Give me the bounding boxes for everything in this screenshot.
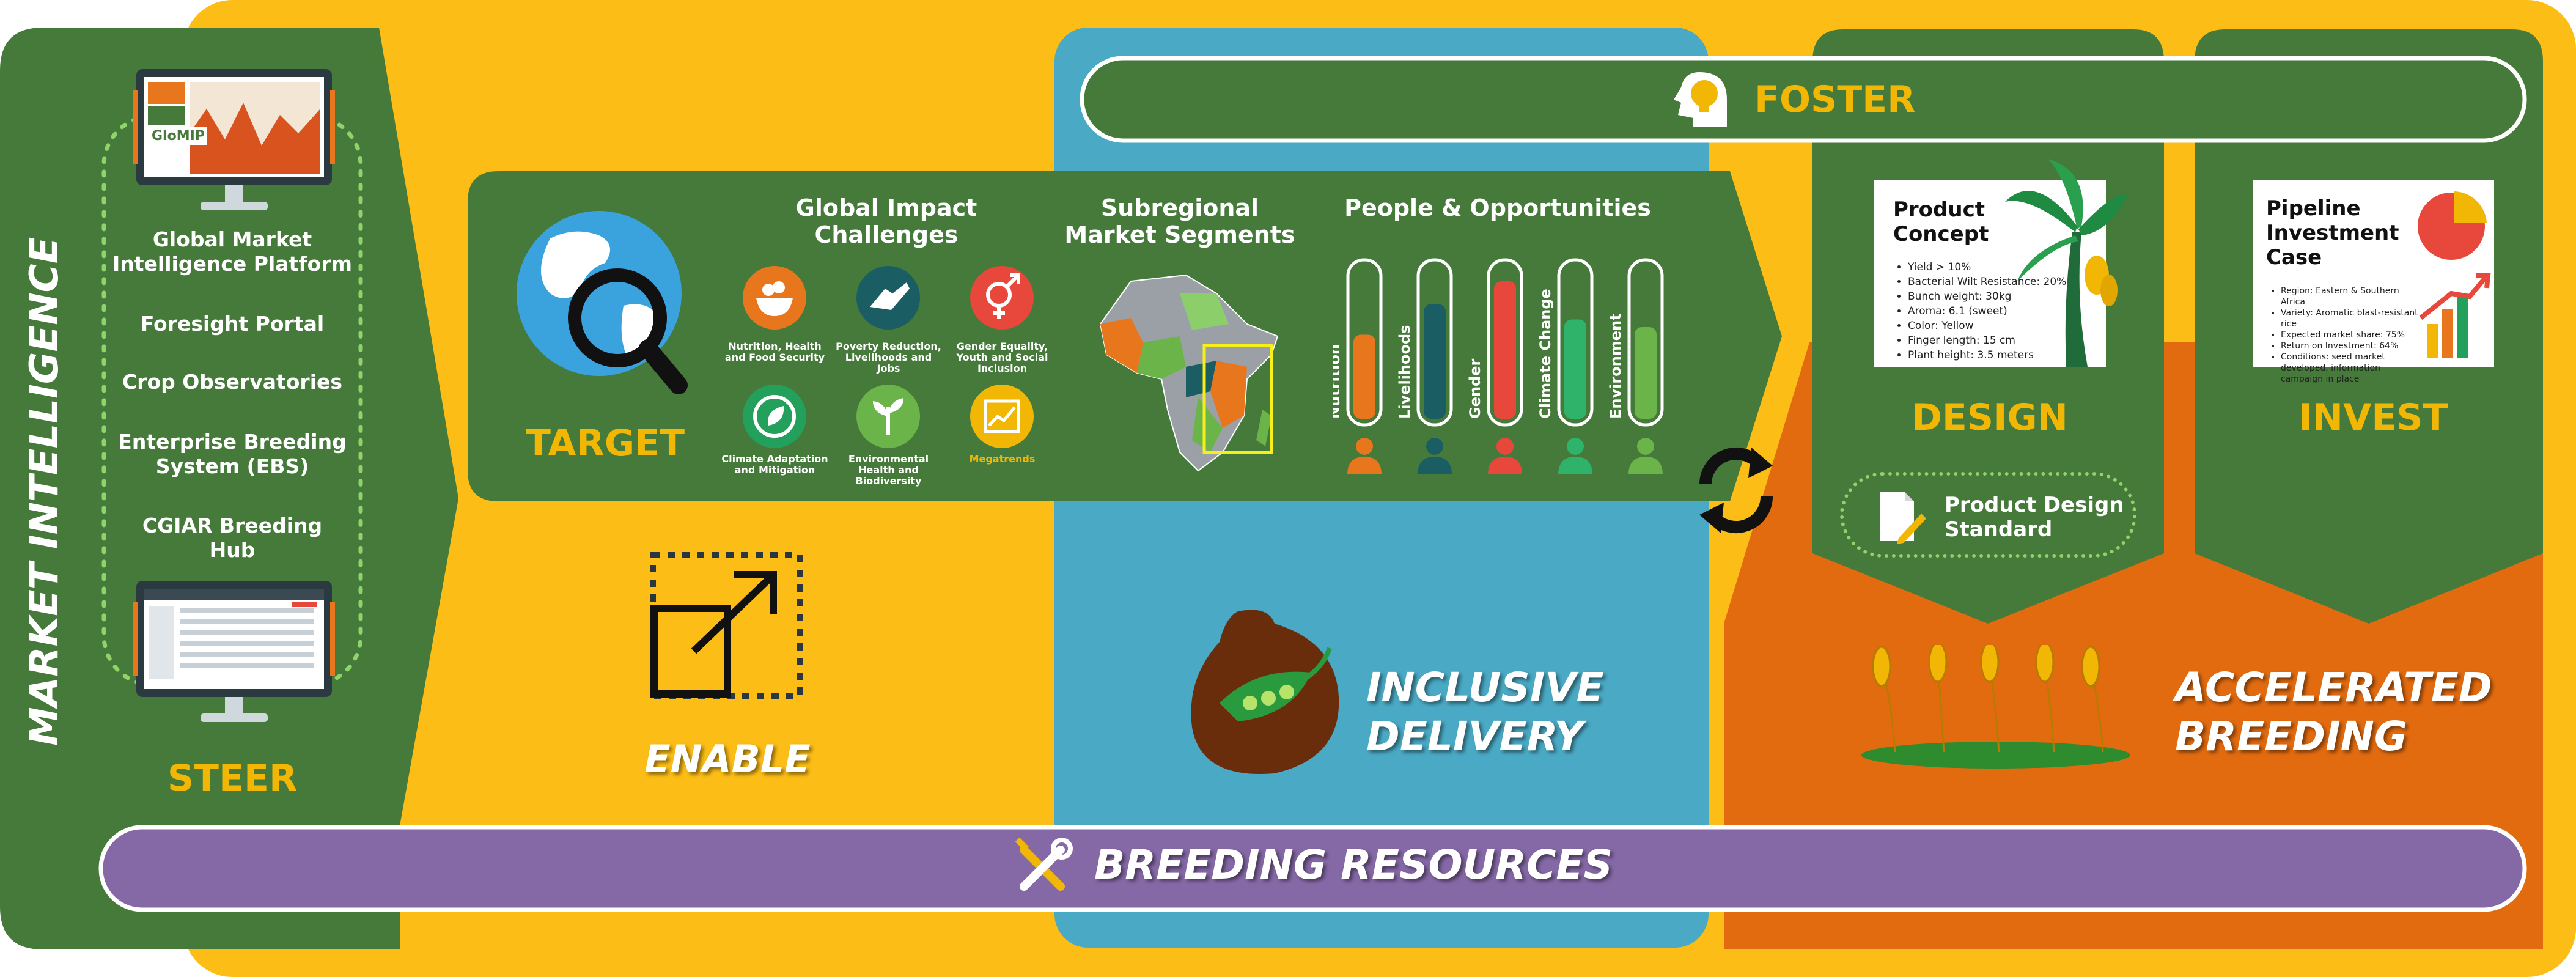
ebs-monitor-icon bbox=[133, 581, 335, 722]
challenge-label-environment: Environmental Health and Biodiversity bbox=[848, 453, 929, 487]
challenge-label-climate: Climate Adaptation and Mitigation bbox=[721, 453, 828, 476]
invest-label: INVEST bbox=[2298, 396, 2448, 439]
people-title: People & Opportunities bbox=[1344, 194, 1651, 221]
plant-icon bbox=[856, 385, 920, 448]
steer-item-foresight-portal[interactable]: Foresight Portal bbox=[140, 312, 325, 336]
bullet-item: Variety: Aromatic blast-resistant rice bbox=[2281, 308, 2424, 330]
steer-label: STEER bbox=[167, 757, 298, 800]
foster-label: FOSTER bbox=[1754, 78, 1916, 121]
wrench-screwdriver-icon bbox=[1015, 838, 1073, 891]
glomip-monitor-icon bbox=[133, 69, 335, 210]
food-bowl-icon bbox=[743, 266, 806, 330]
person-icon bbox=[1488, 457, 1522, 474]
bar-label: Nutrition bbox=[1333, 344, 1343, 419]
wheat-field-icon bbox=[1861, 645, 2130, 769]
bar-label: Environment bbox=[1607, 313, 1624, 419]
segments-title: Subregional Market Segments bbox=[1064, 194, 1295, 248]
bar-fill bbox=[1353, 334, 1375, 419]
bar-tube bbox=[1627, 258, 1664, 427]
bar-label: Livelihoods bbox=[1396, 325, 1413, 419]
people-bars-chart: Nutrition Livelihoods Gender Climate Change… bbox=[1333, 258, 1664, 474]
gender-icon bbox=[970, 266, 1034, 330]
bullet-item: Return on Investment: 64% bbox=[2281, 341, 2424, 352]
bullet-item: Expected market share: 75% bbox=[2281, 330, 2424, 341]
product-design-standard-frame[interactable]: Product Design Standard bbox=[1840, 472, 2136, 558]
bullet-item: Conditions: seed market developed, infor… bbox=[2281, 352, 2424, 385]
challenge-label-nutrition: Nutrition, Health and Food Security bbox=[724, 341, 825, 363]
person-icon bbox=[1418, 457, 1452, 474]
bullet-item: Aroma: 6.1 (sweet) bbox=[1908, 304, 2066, 319]
breeding-label-line1: ACCELERATED bbox=[2175, 664, 2492, 711]
trend-chart-icon bbox=[970, 385, 1034, 448]
bullet-item: Finger length: 15 cm bbox=[1908, 333, 2066, 348]
person-icon bbox=[1558, 457, 1592, 474]
pie-growth-chart-icon bbox=[2418, 191, 2491, 358]
expand-icon bbox=[650, 552, 803, 699]
product-concept-title: Product Concept bbox=[1893, 197, 1989, 246]
person-icon bbox=[1567, 438, 1584, 455]
lightbulb-head-icon bbox=[1674, 72, 1727, 127]
seed-sack-icon bbox=[1191, 610, 1339, 775]
bar-label: Gender bbox=[1466, 358, 1484, 419]
steer-item-enterprise-breeding-system[interactable]: Enterprise Breeding System (EBS) bbox=[118, 430, 347, 478]
breeding-label-line2: BREEDING bbox=[2175, 713, 2408, 760]
person-icon bbox=[1347, 457, 1382, 474]
steer-panel bbox=[0, 28, 458, 949]
bar-fill bbox=[1564, 319, 1586, 419]
bar-tube bbox=[1416, 258, 1453, 427]
banana-tree-icon bbox=[2005, 159, 2127, 367]
glomip-logo: GloMIP bbox=[149, 127, 207, 145]
challenges-title: Global Impact Challenges bbox=[795, 194, 977, 248]
person-icon bbox=[1426, 438, 1443, 455]
bullet-item: Color: Yellow bbox=[1908, 319, 2066, 333]
product-design-standard-label: Product Design Standard bbox=[1945, 493, 2124, 542]
bar-fill bbox=[1424, 304, 1446, 419]
design-label: DESIGN bbox=[1912, 396, 2068, 439]
bar-tube bbox=[1346, 258, 1383, 427]
challenge-label-poverty: Poverty Reduction, Livelihoods and Jobs bbox=[836, 341, 941, 374]
investment-case-card: Pipeline Investment Case Region: Eastern… bbox=[2253, 180, 2494, 384]
target-label: TARGET bbox=[525, 422, 685, 465]
person-icon bbox=[1496, 438, 1514, 455]
bullet-item: Yield > 10% bbox=[1908, 260, 2066, 275]
bullet-item: Plant height: 3.5 meters bbox=[1908, 348, 2066, 363]
bullet-item: Bunch weight: 30kg bbox=[1908, 289, 2066, 304]
resources-pill bbox=[98, 825, 2527, 912]
foster-pill bbox=[1080, 56, 2527, 143]
cycle-arrows-icon bbox=[1699, 448, 1773, 533]
investment-case-bullets: Region: Eastern & Southern Africa Variet… bbox=[2265, 286, 2424, 385]
product-concept-bullets: Yield > 10% Bacterial Wilt Resistance: 2… bbox=[1892, 260, 2066, 363]
bar-fill bbox=[1494, 281, 1516, 419]
bar-fill bbox=[1635, 327, 1657, 419]
resources-label: BREEDING RESOURCES bbox=[1094, 841, 1613, 888]
globe-magnifier-icon bbox=[517, 211, 688, 394]
steer-item-global-market-intelligence-platform[interactable]: Global Market Intelligence Platform bbox=[112, 227, 353, 276]
steer-item-crop-observatories[interactable]: Crop Observatories bbox=[122, 370, 343, 394]
handshake-icon bbox=[856, 266, 920, 330]
africa-map-icon bbox=[1099, 274, 1279, 472]
bar-label: Climate Change bbox=[1537, 289, 1554, 419]
steer-item-cgiar-breeding-hub[interactable]: CGIAR Breeding Hub bbox=[142, 514, 323, 562]
bar-tube bbox=[1557, 258, 1594, 427]
person-icon bbox=[1637, 438, 1654, 455]
delivery-label-line2: DELIVERY bbox=[1366, 713, 1584, 760]
investment-case-title: Pipeline Investment Case bbox=[2266, 196, 2399, 270]
person-icon bbox=[1356, 438, 1373, 455]
challenge-label-megatrends: Megatrends bbox=[969, 453, 1036, 465]
document-pencil-icon bbox=[1880, 492, 1926, 544]
delivery-label-line1: INCLUSIVE bbox=[1366, 664, 1604, 711]
person-icon bbox=[1628, 457, 1663, 474]
bar-tube bbox=[1487, 258, 1523, 427]
challenge-label-gender: Gender Equality, Youth and Social Inclus… bbox=[956, 341, 1048, 374]
globe-leaf-icon bbox=[743, 385, 806, 448]
enable-label: ENABLE bbox=[644, 737, 811, 781]
bullet-item: Region: Eastern & Southern Africa bbox=[2281, 286, 2424, 308]
bullet-item: Bacterial Wilt Resistance: 20% bbox=[1908, 275, 2066, 289]
